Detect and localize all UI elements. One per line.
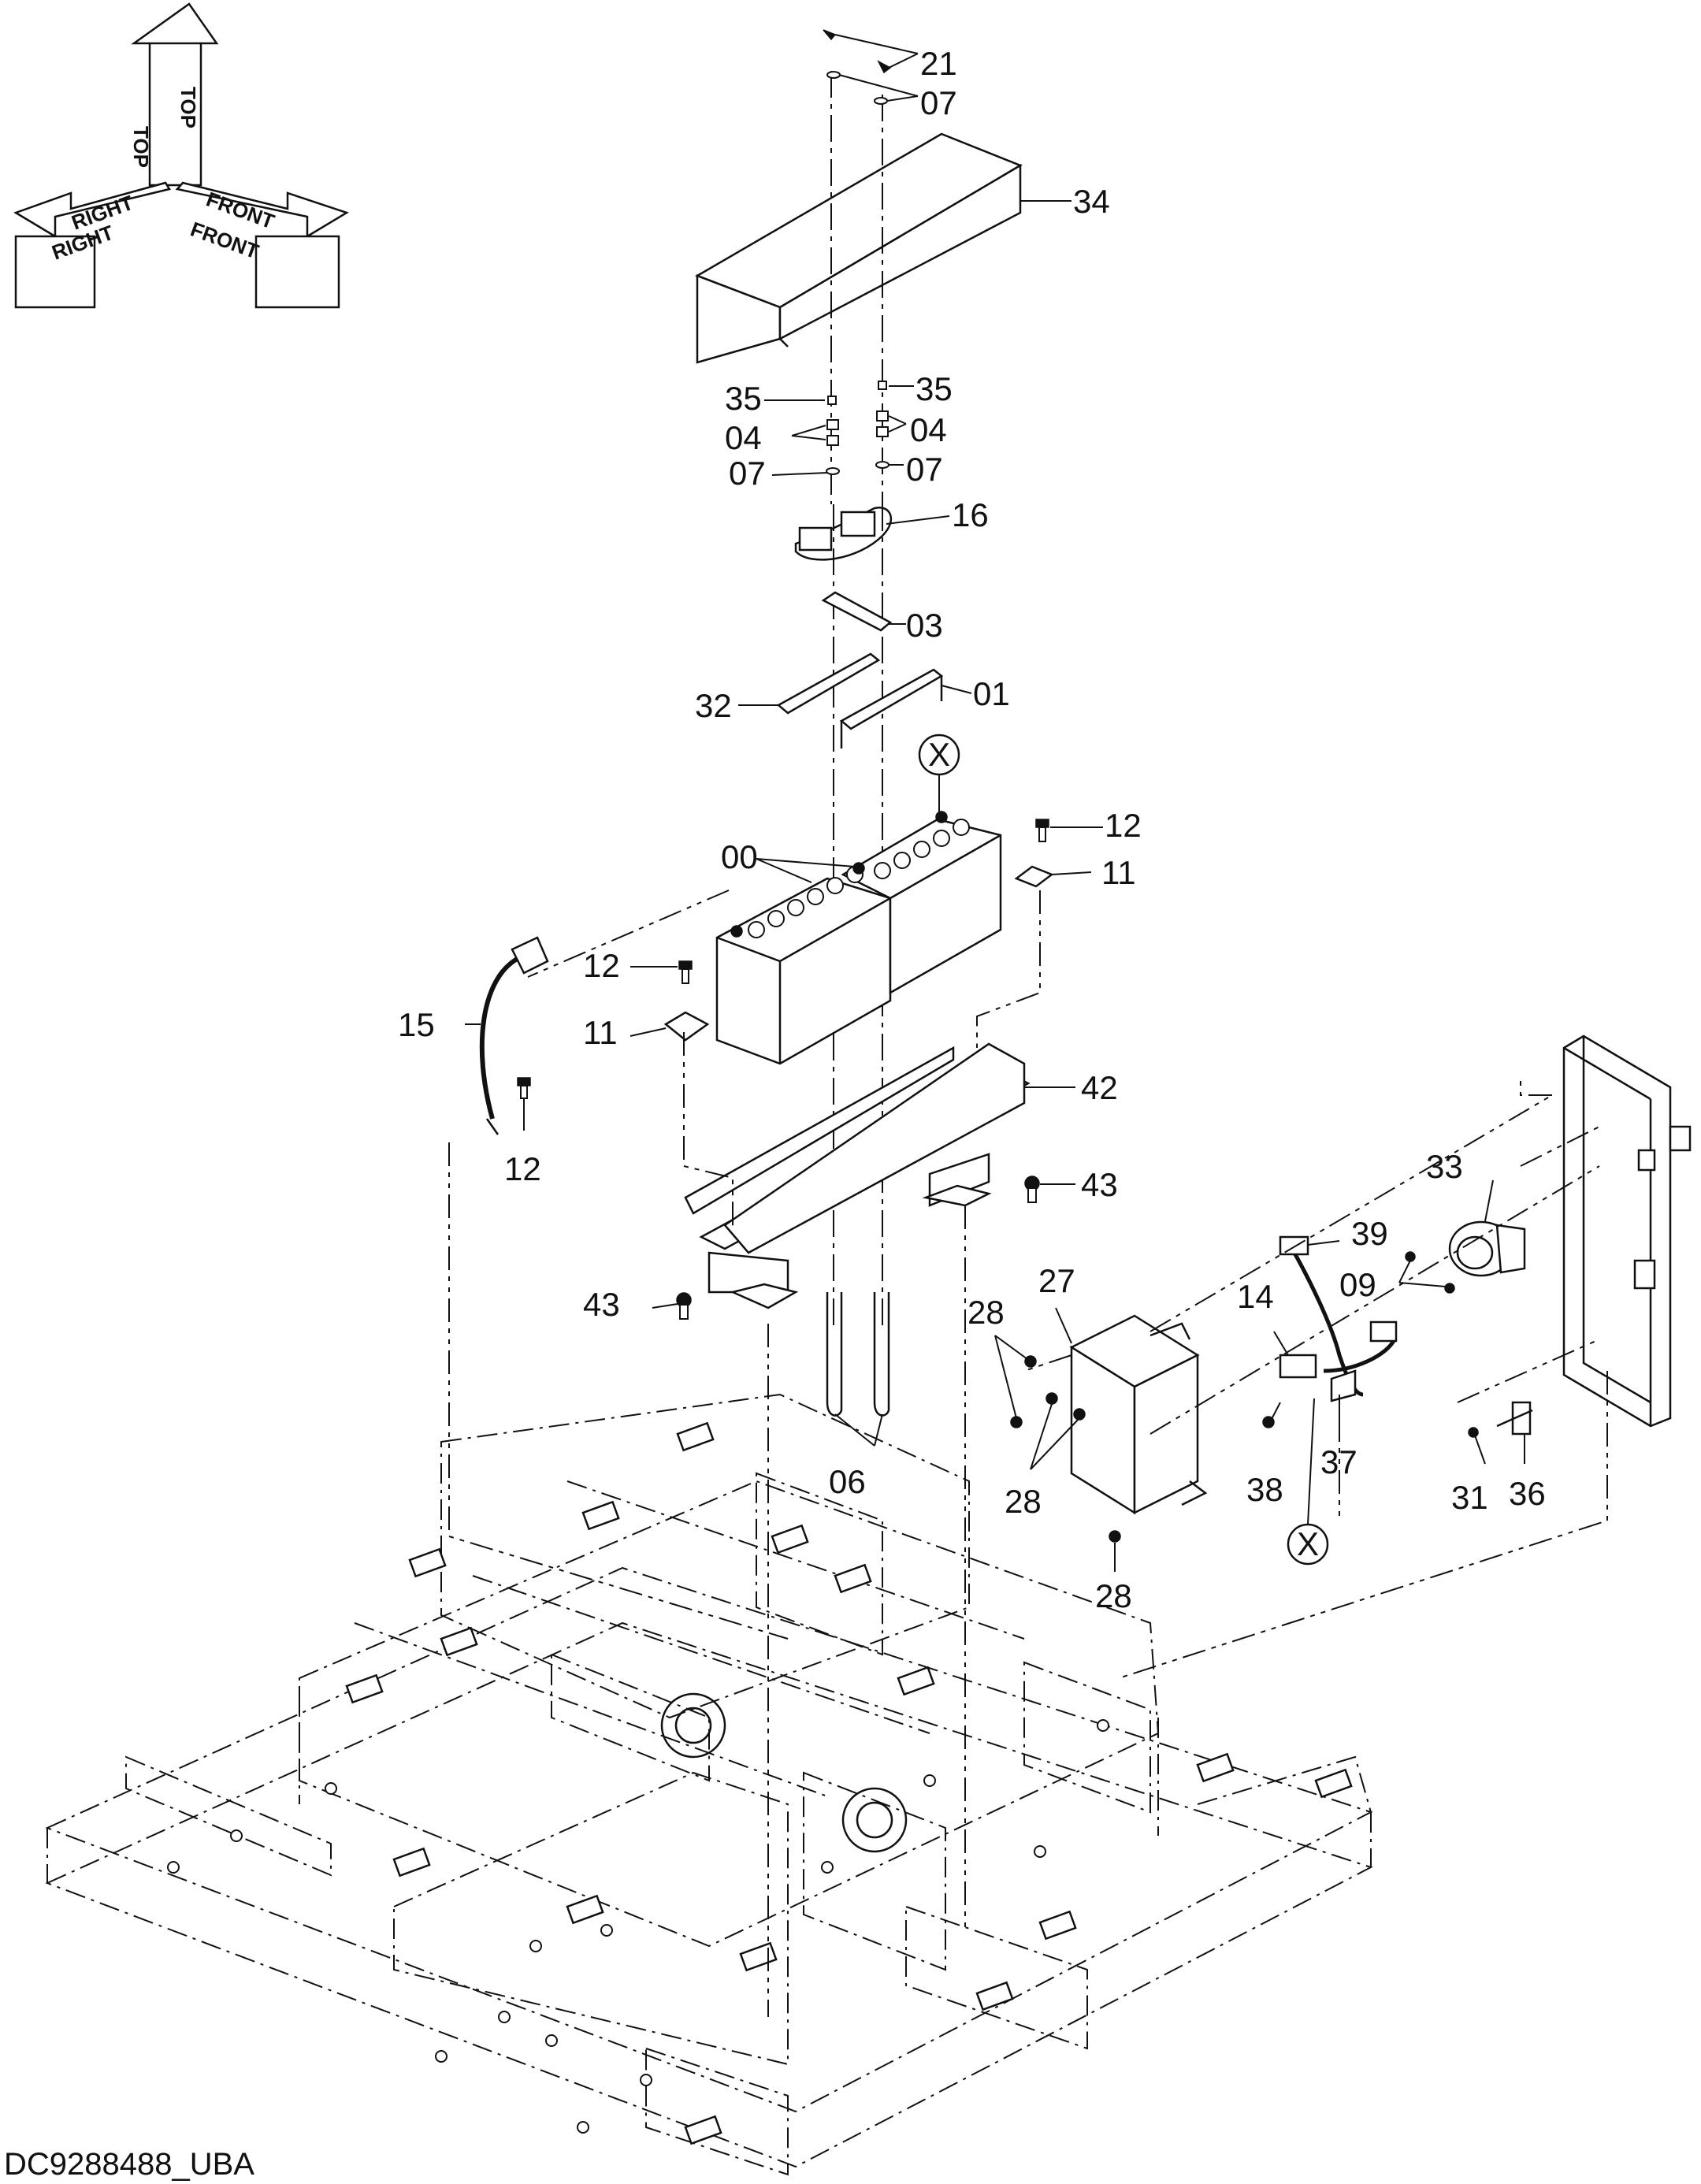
callout-32: 32 (695, 687, 732, 724)
washer-07d (875, 461, 889, 469)
top-label: TOP (129, 126, 153, 168)
callout-33: 33 (1426, 1148, 1463, 1185)
right-arrow-tail (14, 235, 96, 309)
nut-04c (876, 410, 889, 422)
screw-31 (1468, 1427, 1479, 1438)
side-panel (1562, 1034, 1692, 1428)
callout-15: 15 (398, 1006, 435, 1043)
callout-36: 36 (1509, 1475, 1546, 1512)
callout-12: 12 (583, 947, 620, 984)
callout-07: 07 (906, 451, 943, 488)
terminal-cover (794, 506, 892, 561)
battery-cable (479, 936, 549, 1135)
callout-11: 11 (1101, 854, 1136, 891)
callout-labels: 21 07 34 35 35 04 04 07 07 16 03 32 01 0… (398, 45, 1546, 1614)
reference-x-label: X (928, 736, 950, 773)
callout-43: 43 (1081, 1166, 1118, 1203)
bracket-36 (1496, 1401, 1533, 1436)
battery-tray (684, 1042, 1031, 1309)
reference-x-label: X (1297, 1525, 1319, 1562)
callout-04: 04 (910, 411, 947, 448)
battery-bracket-11a (663, 1011, 710, 1042)
front-arrow (175, 181, 349, 239)
battery-terminal (935, 811, 948, 823)
callout-31: 31 (1451, 1479, 1488, 1516)
chassis-frame (45, 1393, 1373, 2176)
orientation-indicator: TOP TOP RIGHT RIGHT FRONT FRONT (13, 2, 349, 309)
top-arrow (131, 2, 219, 187)
batteries (715, 811, 1002, 1065)
nut-04a (826, 419, 839, 430)
wing-nut-21b (877, 60, 892, 74)
battery-caps (748, 819, 970, 938)
callout-28: 28 (1095, 1577, 1132, 1614)
reference-x-bottom: X (1287, 1398, 1329, 1566)
swing-bearing-ring-1 (660, 1692, 726, 1759)
callout-14: 14 (1237, 1278, 1274, 1315)
callout-04: 04 (725, 419, 762, 456)
nut-04b (826, 435, 839, 446)
battery-bracket-11b (1014, 865, 1054, 888)
bolt-12a (678, 960, 693, 984)
callout-38: 38 (1246, 1471, 1283, 1508)
callout-03: 03 (906, 607, 943, 644)
callout-43: 43 (583, 1286, 620, 1323)
spacer-35a (827, 396, 837, 405)
relay (1448, 1220, 1526, 1277)
battery-terminal (730, 925, 743, 938)
callout-35: 35 (725, 380, 762, 417)
callout-06: 06 (829, 1463, 866, 1500)
bolt-12c (517, 1077, 531, 1099)
bolt-43b (676, 1292, 692, 1320)
hold-down-rods (826, 1292, 890, 1417)
battery-terminal (852, 862, 865, 875)
frame-holes (167, 1719, 1109, 2134)
washer-07b (874, 97, 888, 105)
callout-37: 37 (1320, 1443, 1357, 1480)
wing-nut-21a (823, 29, 837, 41)
bolt-12b (1035, 819, 1049, 842)
nut-04d (876, 426, 889, 437)
bracket-01 (839, 668, 944, 730)
callout-27: 27 (1038, 1262, 1075, 1299)
callout-11: 11 (583, 1014, 618, 1051)
assembly-lines (448, 890, 1608, 2017)
bolt-43a (1024, 1176, 1040, 1203)
callout-12: 12 (1105, 807, 1142, 844)
callout-28: 28 (1005, 1483, 1042, 1520)
top-label-2: TOP (176, 87, 200, 128)
spacer-35b (878, 381, 887, 390)
relay-box (1069, 1314, 1208, 1515)
callout-42: 42 (1081, 1069, 1118, 1106)
screws-09 (1405, 1251, 1455, 1294)
leader-lines (465, 34, 1525, 1572)
bracket-32 (776, 652, 881, 715)
callout-01: 01 (973, 675, 1010, 712)
washer-07c (826, 467, 840, 475)
frame-brackets (345, 1421, 1353, 2145)
front-arrow-tail (254, 235, 340, 309)
battery-cover (695, 132, 1023, 364)
callout-34: 34 (1073, 183, 1110, 220)
callout-09: 09 (1339, 1266, 1376, 1303)
callout-39: 39 (1351, 1215, 1388, 1252)
callout-07: 07 (920, 84, 957, 121)
callout-16: 16 (952, 496, 989, 533)
washer-07a (826, 71, 841, 79)
swing-bearing-ring-2 (841, 1787, 908, 1853)
clamp-plate (821, 591, 893, 632)
callout-12: 12 (504, 1150, 541, 1187)
callout-28: 28 (967, 1294, 1005, 1331)
drawing-code: DC9288488_UBA (4, 2147, 254, 2182)
callout-00: 00 (721, 838, 758, 875)
callout-21: 21 (920, 45, 957, 82)
callout-07: 07 (729, 455, 766, 492)
wiring-harness (1262, 1235, 1398, 1428)
reference-x-top: X (918, 734, 960, 812)
callout-35: 35 (915, 370, 953, 407)
right-arrow (13, 181, 171, 239)
